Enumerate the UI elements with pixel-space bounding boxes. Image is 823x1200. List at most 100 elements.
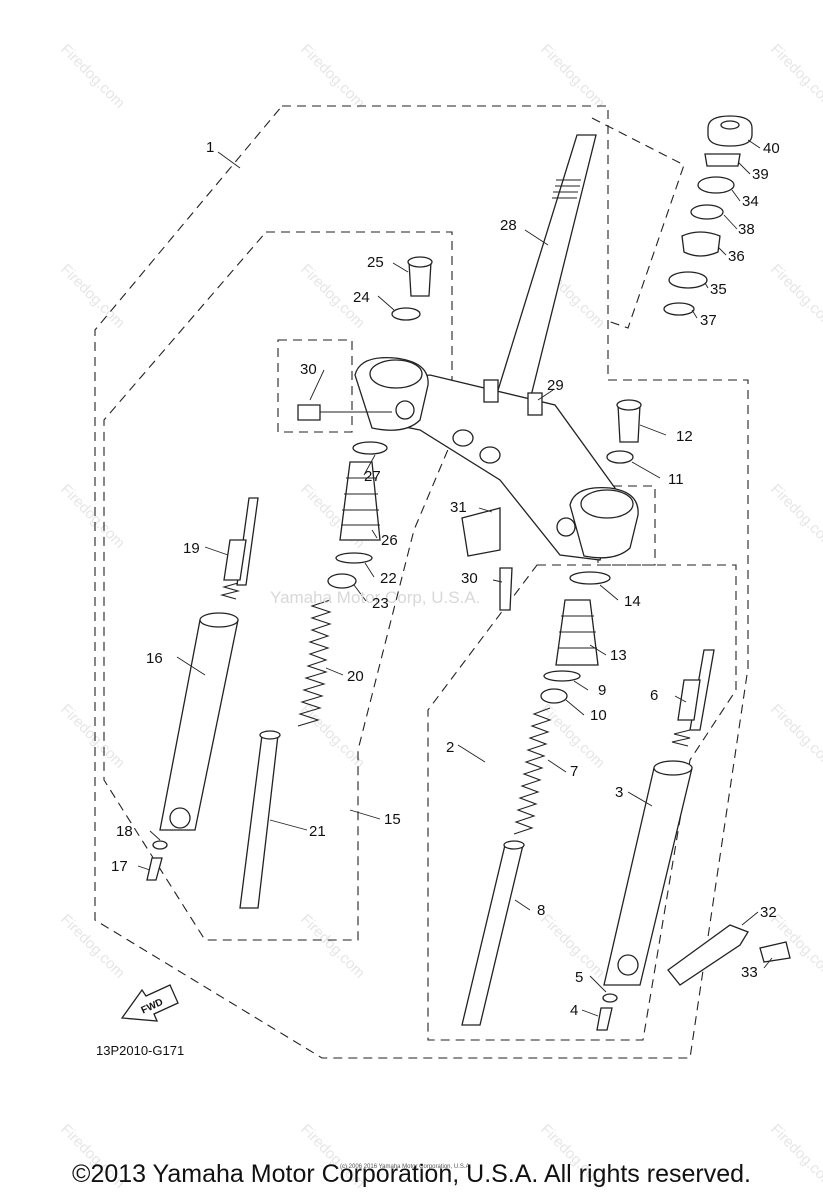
callout-8: 8	[537, 902, 545, 919]
assembly-outlines	[94, 105, 749, 1059]
callout-2: 2	[446, 739, 454, 756]
callout-21: 21	[309, 823, 326, 840]
part-26-boot-ribs	[341, 477, 380, 526]
part-31-lock-plate	[461, 507, 501, 557]
callout-28: 28	[500, 217, 517, 234]
copyright-notice: ©2013 Yamaha Motor Corporation, U.S.A. A…	[72, 1160, 751, 1188]
leader-lines	[137, 139, 773, 1017]
part-6-rebound-spring	[671, 729, 691, 747]
part-14-circlip	[569, 571, 611, 585]
steering-stem-threads	[552, 179, 581, 199]
part-40-cover-hole	[720, 120, 740, 130]
callout-26: 26	[381, 532, 398, 549]
watermark-tile: Firedog.com	[57, 41, 128, 112]
part-27-circlip	[352, 441, 388, 455]
part-8-inner-tube-top	[503, 840, 525, 850]
watermark-tile: Firedog.com	[537, 41, 608, 112]
callout-19: 19	[183, 540, 200, 557]
watermark-tile: Firedog.com	[537, 911, 608, 982]
part-12-cap-bolt-top	[616, 399, 642, 411]
callout-13: 13	[610, 647, 627, 664]
part-7-spring	[513, 707, 552, 835]
callout-29: 29	[547, 377, 564, 394]
callout-7: 7	[570, 763, 578, 780]
callout-1: 1	[206, 139, 214, 156]
part-13-dust-boot	[555, 599, 599, 666]
left-fork-leg	[146, 256, 433, 909]
watermark-tile: Firedog.com	[57, 261, 128, 332]
watermark-tile: Firedog.com	[57, 701, 128, 772]
callout-38: 38	[738, 221, 755, 238]
bracket-pin	[556, 517, 576, 537]
callout-30-left: 30	[300, 361, 317, 378]
watermark-tile: Firedog.com	[297, 41, 368, 112]
callout-35: 35	[710, 281, 727, 298]
callout-5: 5	[575, 969, 583, 986]
part-35-race	[668, 271, 708, 289]
forward-arrow: FWD	[120, 984, 179, 1022]
callout-9: 9	[598, 682, 606, 699]
watermark-center: Yamaha Motor Corp, U.S.A.	[270, 588, 480, 607]
part-20-spring	[297, 599, 332, 727]
callout-31: 31	[450, 499, 467, 516]
callout-20: 20	[347, 668, 364, 685]
callout-14: 14	[624, 593, 641, 610]
callout-32: 32	[760, 904, 777, 921]
part-3-axle-boss	[617, 954, 639, 976]
callout-3: 3	[615, 784, 623, 801]
watermark-tile: Firedog.com	[767, 701, 823, 772]
bracket-assembly-right-outline	[597, 485, 656, 566]
callout-17: 17	[111, 858, 128, 875]
callout-22: 22	[380, 570, 397, 587]
callout-33: 33	[741, 964, 758, 981]
left-clamp-bore	[369, 359, 423, 389]
part-4-bolt	[596, 1007, 613, 1031]
callout-27: 27	[364, 468, 381, 485]
watermark-tile: Firedog.com	[767, 41, 823, 112]
part-40-cover	[707, 115, 753, 147]
callout-40: 40	[763, 140, 780, 157]
fwd-arrow-icon	[120, 984, 179, 1022]
bracket-hole	[479, 446, 501, 464]
part-16-outer-tube-top	[199, 612, 239, 628]
watermark-tile: Firedog.com	[767, 261, 823, 332]
part-13-boot-ribs	[558, 615, 597, 649]
part-34-race	[697, 176, 735, 194]
part-39-nut	[704, 153, 741, 167]
part-16-outer-tube	[159, 619, 239, 831]
callout-34: 34	[742, 193, 759, 210]
bracket-assembly-left-outline	[277, 339, 353, 433]
callout-16: 16	[146, 650, 163, 667]
callout-4: 4	[570, 1002, 578, 1019]
watermark-tile: Firedog.com	[57, 911, 128, 982]
part-33-bolt	[759, 941, 791, 963]
small-copyright: (c) 2006 2016 Yamaha Motor Corporation, …	[340, 1164, 472, 1170]
part-9-clip	[543, 670, 581, 682]
part-8-inner-tube	[461, 844, 524, 1026]
part-26-dust-boot	[339, 461, 381, 541]
steering-bearing-group-outline	[591, 117, 685, 329]
part-6-rod-block	[677, 679, 701, 721]
part-17-bolt	[146, 857, 163, 881]
stem-stop-tab	[483, 379, 499, 403]
bracket-hole	[452, 429, 474, 447]
callout-23: 23	[372, 595, 389, 612]
steering-stem-assembly	[354, 134, 639, 561]
callout-39: 39	[752, 166, 769, 183]
callout-15: 15	[384, 811, 401, 828]
part-25-cap-bolt-top	[407, 256, 433, 268]
part-22-clip	[335, 552, 373, 564]
right-fork-leg	[461, 399, 791, 1031]
callout-12: 12	[676, 428, 693, 445]
part-10-oil-seal	[540, 688, 568, 704]
callout-36: 36	[728, 248, 745, 265]
part-23-oil-seal	[327, 573, 357, 589]
watermark-tile: Firedog.com	[57, 481, 128, 552]
part-38-ball-bearing	[690, 204, 724, 220]
part-19-rebound-spring	[219, 582, 241, 600]
part-24-o-ring	[391, 307, 421, 321]
diagram-code: 13P2010-G171	[96, 1043, 184, 1058]
callout-labels: 1 2 3 4 5 6 7 8 9 10 11 12 13 14 15 16 1…	[111, 139, 780, 1019]
callout-10: 10	[590, 707, 607, 724]
